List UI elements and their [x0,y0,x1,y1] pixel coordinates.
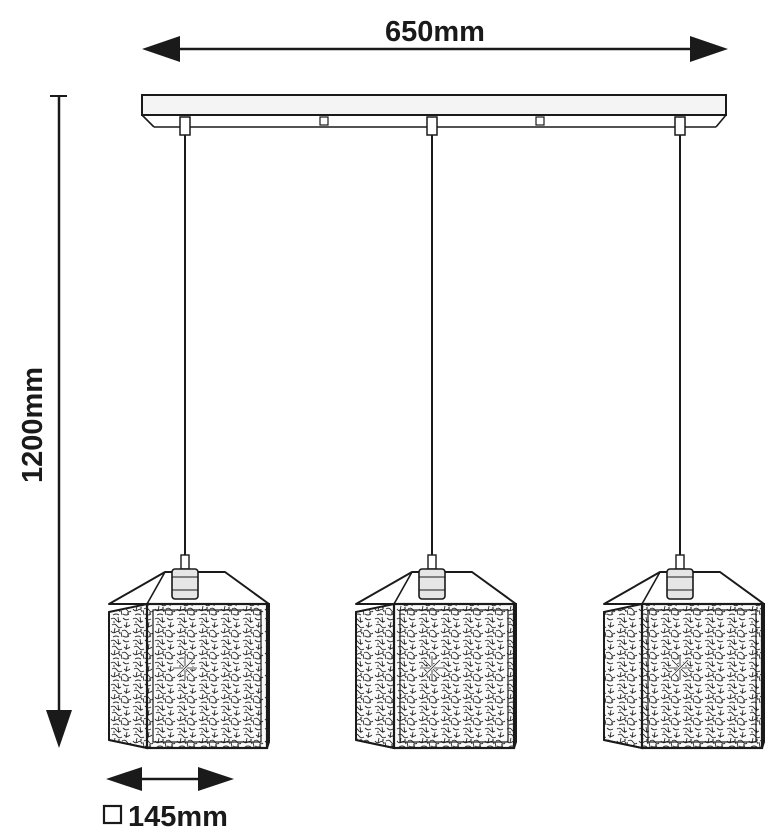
lamp-socket [666,568,694,600]
arrow-down-icon [46,710,72,748]
shade-width-label: 145mm [128,801,228,833]
cord-grip [180,554,190,570]
arrow-left-icon [142,36,180,62]
canopy-bar [141,94,727,116]
pendant-lamp [603,116,765,750]
shade-side-panel [603,602,643,750]
shade-side-panel [355,602,395,750]
canopy-screw [535,116,545,126]
canopy-screw [319,116,329,126]
shade-front-panel [640,602,764,750]
pendants [108,116,765,750]
ceiling-connector [674,116,686,136]
ceiling-connector [426,116,438,136]
cord-grip [675,554,685,570]
pendant-lamp [108,116,270,750]
ceiling-connector [179,116,191,136]
sparkle-icon [173,656,197,680]
shade-side-panel [108,602,148,750]
height-dimension: 1200mm [17,95,72,748]
sparkle-icon [668,656,692,680]
shade-right-edge [266,603,270,749]
shade-front-panel [392,602,516,750]
shade-right-edge [513,603,517,749]
shade-right-edge [761,603,765,749]
arrow-right-icon [198,767,234,791]
square-icon [102,804,123,825]
pendant-lamp [355,116,517,750]
shade-width-dimension: 145mm [102,767,234,833]
height-label: 1200mm [17,367,49,483]
sparkle-icon [420,656,444,680]
width-dimension: 650mm [142,16,728,62]
cord-grip [427,554,437,570]
arrow-right-icon [690,36,728,62]
lamp-socket [418,568,446,600]
lamp-socket [171,568,199,600]
shade-front-panel [145,602,269,750]
arrow-left-icon [106,767,142,791]
width-label: 650mm [385,16,485,48]
